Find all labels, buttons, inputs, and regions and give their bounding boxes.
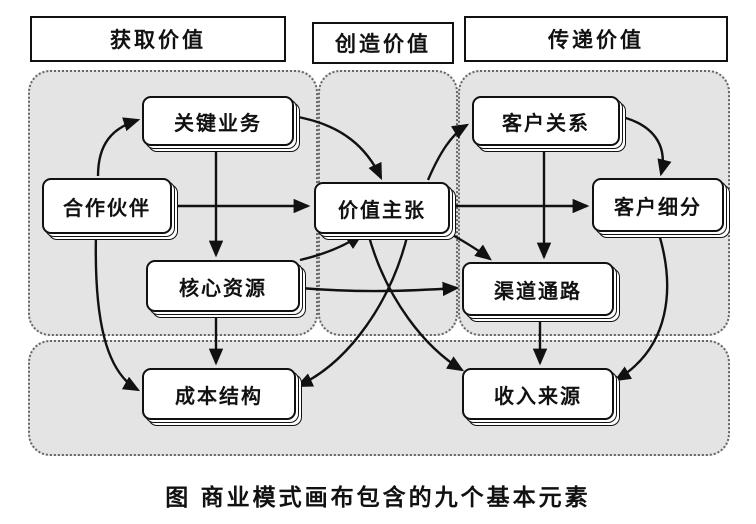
- edge-key_activities-to-value_proposition: [291, 114, 383, 181]
- edge-value_proposition-to-channels: [439, 226, 492, 261]
- node-value-proposition: 价值主张: [314, 182, 450, 234]
- node-key-partners: 合作伙伴: [42, 178, 172, 234]
- node-key-resources: 核心资源: [146, 260, 300, 312]
- header-capture-value: 获取价值: [30, 16, 286, 62]
- node-cost-structure: 成本结构: [142, 368, 296, 420]
- header-deliver-value: 传递价值: [464, 16, 728, 62]
- figure-caption: 图 商业模式画布包含的九个基本元素: [165, 484, 591, 510]
- edge-key_resources-to-value_proposition: [299, 233, 363, 262]
- edge-partners-to-key_activities: [96, 117, 141, 177]
- edge-key_resources-to-channels: [299, 281, 460, 297]
- node-revenue-streams: 收入来源: [462, 368, 614, 420]
- header-create-value: 创造价值: [312, 22, 454, 64]
- node-customer-relations: 客户关系: [472, 96, 620, 146]
- node-key-activities: 关键业务: [142, 96, 294, 146]
- edge-value_proposition-to-cost_structure: [295, 232, 410, 388]
- edge-customer_segments-to-revenue_streams: [613, 230, 669, 382]
- edge-value_proposition-to-customer_relations: [426, 123, 470, 181]
- edge-partners-to-cost_structure: [94, 233, 141, 392]
- node-channels: 渠道通路: [462, 262, 614, 316]
- edge-value_proposition-to-revenue_streams: [366, 232, 465, 372]
- node-customer-segments: 客户细分: [592, 178, 724, 232]
- edge-customer_relations-to-customer_segments: [617, 114, 672, 177]
